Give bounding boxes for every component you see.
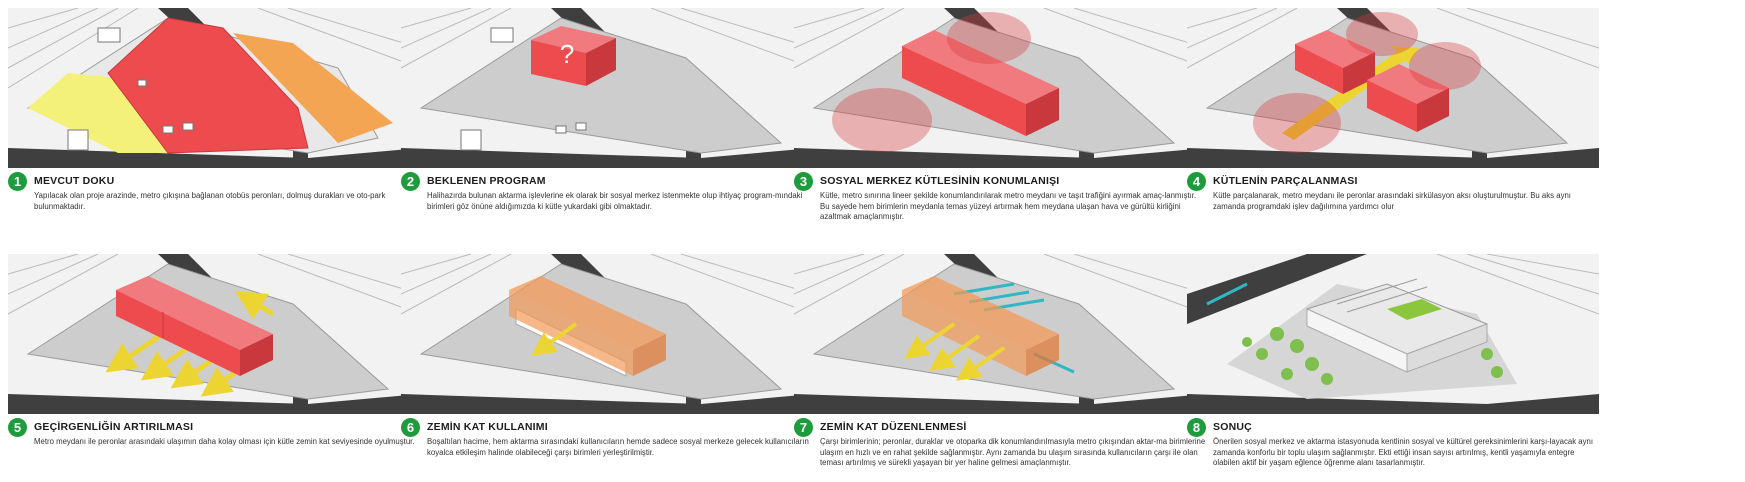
step-panel-1: 1 MEVCUT DOKU Yapılacak olan proje arazi… (0, 0, 420, 236)
site-axonometric-7 (794, 254, 1206, 414)
step-panel-7: 7 ZEMİN KAT DÜZENLENMESİ Çarşı birimleri… (786, 246, 1206, 482)
step-title: BEKLENEN PROGRAM (427, 175, 546, 187)
step-title: ZEMİN KAT DÜZENLENMESİ (820, 421, 967, 433)
step-2-diagram: ? (401, 8, 813, 168)
step-title: GEÇİRGENLİĞİN ARTIRILMASI (34, 421, 194, 433)
step-number-badge: 6 (401, 418, 420, 437)
step-panel-6: 6 ZEMİN KAT KULLANIMI Boşaltılan hacime,… (393, 246, 813, 482)
step-description: Yapılacak olan proje arazinde, metro çık… (34, 191, 386, 211)
step-description: Kütle, metro sınırına lineer şekilde kon… (820, 191, 1197, 221)
question-mark: ? (560, 39, 574, 69)
step-title: KÜTLENİN PARÇALANMASI (1213, 175, 1358, 187)
step-5-diagram (8, 254, 420, 414)
step-panel-2: ? 2 BEKLENEN PROGRAM Halihazırda bulunan… (393, 0, 813, 236)
step-description: Metro meydanı ile peronlar arasındaki ul… (34, 437, 415, 446)
site-axonometric-2: ? (401, 8, 813, 168)
step-number-badge: 1 (8, 172, 27, 191)
site-axonometric-6 (401, 254, 813, 414)
site-axonometric-3 (794, 8, 1206, 168)
step-title: SONUÇ (1213, 421, 1252, 433)
step-3-diagram (794, 8, 1206, 168)
step-number-badge: 3 (794, 172, 813, 191)
step-7-diagram (794, 254, 1206, 414)
step-panel-5: 5 GEÇİRGENLİĞİN ARTIRILMASI Metro meydan… (0, 246, 420, 482)
step-number-badge: 5 (8, 418, 27, 437)
step-6-diagram (401, 254, 813, 414)
step-title: MEVCUT DOKU (34, 175, 115, 187)
step-description: Boşaltılan hacime, hem aktarma sırasında… (427, 437, 809, 457)
step-4-diagram (1187, 8, 1599, 168)
step-description: Halihazırda bulunan aktarma işlevlerine … (427, 191, 803, 211)
step-number-badge: 2 (401, 172, 420, 191)
step-8-diagram (1187, 254, 1599, 414)
step-description: Çarşı birimlerinin; peronlar, duraklar v… (820, 437, 1206, 467)
step-number-badge: 4 (1187, 172, 1206, 191)
step-panel-4: 4 KÜTLENİN PARÇALANMASI Kütle parçalanar… (1179, 0, 1599, 236)
step-title: ZEMİN KAT KULLANIMI (427, 421, 548, 433)
step-panel-8: 8 SONUÇ Önerilen sosyal merkez ve aktarm… (1179, 246, 1599, 482)
step-description: Önerilen sosyal merkez ve aktarma istasy… (1213, 437, 1594, 467)
site-axonometric-1 (8, 8, 420, 168)
site-rendering-8 (1187, 254, 1599, 414)
step-panel-3: 3 SOSYAL MERKEZ KÜTLESİNİN KONUMLANIŞI K… (786, 0, 1206, 236)
step-number-badge: 8 (1187, 418, 1206, 437)
step-1-diagram (8, 8, 420, 168)
step-number-badge: 7 (794, 418, 813, 437)
site-axonometric-5 (8, 254, 420, 414)
step-description: Kütle parçalanarak, metro meydanı ile pe… (1213, 191, 1571, 211)
step-title: SOSYAL MERKEZ KÜTLESİNİN KONUMLANIŞI (820, 175, 1060, 187)
site-axonometric-4 (1187, 8, 1599, 168)
